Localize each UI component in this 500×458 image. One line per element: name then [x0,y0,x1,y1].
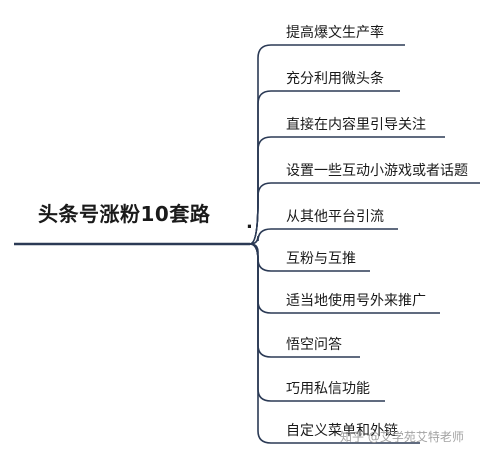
branch-connector-3 [249,136,445,245]
branch-label-6: 互粉与互推 [286,251,356,267]
branch-label-1: 提高爆文生产率 [286,25,384,41]
branch-label-5: 从其他平台引流 [286,209,384,225]
branch-label-2: 充分利用微头条 [286,71,384,87]
branch-connector-4 [249,182,480,245]
branch-label-8: 悟空问答 [286,337,342,353]
watermark: 知乎 @艾学苑艾特老师 [340,430,464,444]
branch-label-10: 自定义菜单和外链 [286,423,398,439]
branch-connector-5 [249,228,398,245]
root-dot: . [246,212,253,233]
branch-connector-10 [249,243,420,444]
branch-label-7: 适当地使用号外来推广 [286,293,426,309]
branch-label-3: 直接在内容里引导关注 [286,117,426,133]
root-title: 头条号涨粉10套路 [38,202,211,226]
branch-label-9: 巧用私信功能 [286,381,370,397]
branch-label-4: 设置一些互动小游戏或者话题 [286,163,468,179]
